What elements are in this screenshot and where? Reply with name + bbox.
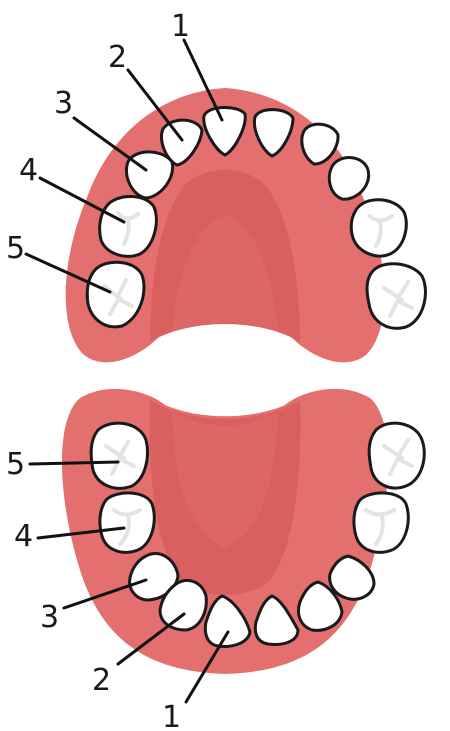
upper-label-1: 1	[171, 9, 190, 44]
lower-label-3: 3	[40, 600, 59, 635]
lower-leader-5	[30, 462, 118, 464]
lower-label-5: 5	[6, 447, 25, 482]
lower-label-2: 2	[92, 663, 111, 698]
lower-label-1: 1	[162, 700, 181, 731]
upper-canine-right	[329, 158, 368, 200]
lower-label-4: 4	[14, 519, 33, 554]
upper-label-5: 5	[6, 231, 25, 266]
lower-jaw	[62, 389, 424, 674]
upper-label-4: 4	[19, 153, 38, 188]
upper-label-2: 2	[108, 40, 127, 75]
upper-label-3: 3	[54, 86, 73, 121]
upper-jaw	[66, 88, 426, 362]
